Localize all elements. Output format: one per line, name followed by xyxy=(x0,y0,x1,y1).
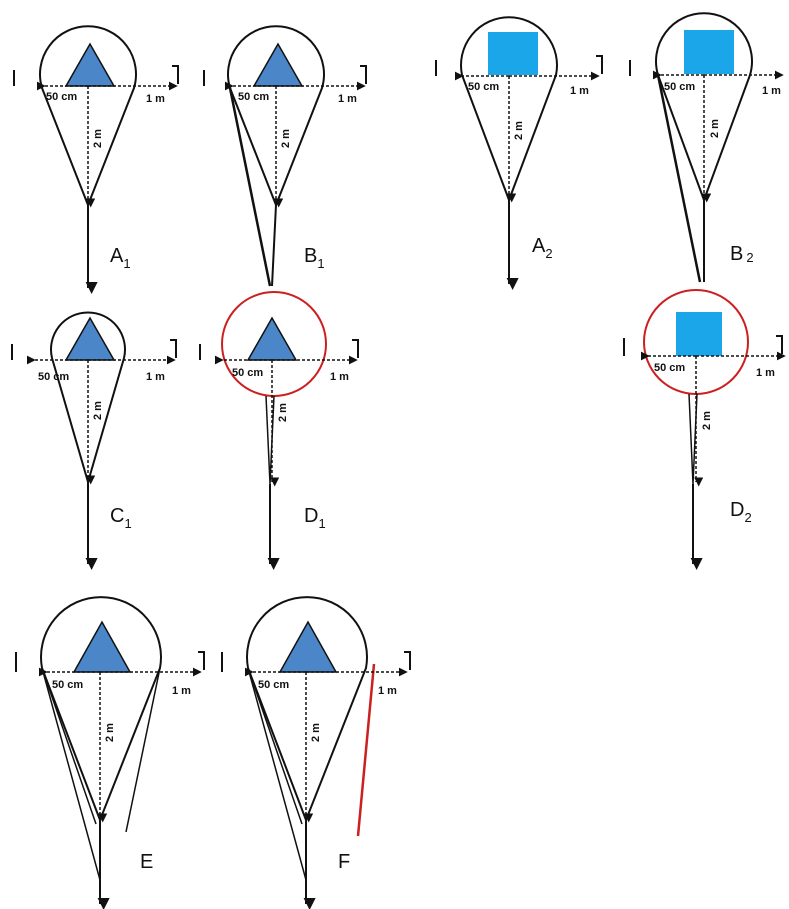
teardrop-outline xyxy=(40,596,162,823)
height-label: 2 m xyxy=(104,723,116,742)
square-shape xyxy=(488,32,538,75)
teardrop-outline xyxy=(227,25,325,208)
extended-side-line xyxy=(228,87,272,287)
right-tick xyxy=(596,55,603,74)
right-tick xyxy=(172,65,179,84)
panel-d2: 50 cm 1 m 2 m D2 xyxy=(623,289,786,570)
height-label: 2 m xyxy=(709,119,721,138)
panel-f: 50 cm 1 m 2 m F xyxy=(221,596,411,909)
triangle-shape xyxy=(64,316,116,361)
panel-e: 50 cm 1 m 2 m E xyxy=(15,596,205,909)
width-large-label: 1 m xyxy=(330,371,349,383)
teardrop-outline xyxy=(655,12,753,203)
tail-line xyxy=(271,204,277,287)
extra-line-left-2 xyxy=(247,667,303,825)
height-label: 2 m xyxy=(280,129,292,148)
triangle-shape xyxy=(252,42,304,87)
panel-label: E xyxy=(140,851,153,873)
width-small-label: 50 cm xyxy=(238,91,269,103)
width-large-label: 1 m xyxy=(756,367,775,379)
width-small-label: 50 cm xyxy=(38,371,69,383)
extra-line-left-2 xyxy=(41,667,97,825)
panel-label: C1 xyxy=(110,505,132,531)
panel-c1: 50 cm 1 m 2 m C1 xyxy=(11,311,177,570)
panel-label: F xyxy=(338,851,350,873)
height-label: 2 m xyxy=(277,403,289,422)
panel-a2: 50 cm 1 m 2 m A2 xyxy=(435,16,603,290)
width-small-label: 50 cm xyxy=(664,81,695,93)
panel-label: D2 xyxy=(730,499,752,525)
triangle-shape xyxy=(278,620,338,673)
height-label: 2 m xyxy=(310,723,322,742)
panel-d1: 50 cm 1 m 2 m D1 xyxy=(199,291,359,570)
highlight-line xyxy=(356,663,376,837)
extra-line-left-1 xyxy=(247,667,307,881)
square-shape xyxy=(684,30,734,74)
width-small-label: 50 cm xyxy=(52,679,83,691)
panel-label: D1 xyxy=(304,505,326,531)
extra-line-right xyxy=(125,667,161,833)
panel-label: B1 xyxy=(304,245,325,271)
panel-a1: 50 cm 1 m 2 m A1 xyxy=(13,25,179,294)
square-shape xyxy=(676,312,722,356)
height-label: 2 m xyxy=(513,121,525,140)
panel-b1: 50 cm 1 m 2 m B1 xyxy=(203,25,367,287)
height-label: 2 m xyxy=(701,411,713,430)
right-tick xyxy=(360,65,367,84)
right-tick xyxy=(776,335,783,354)
triangle-shape xyxy=(64,42,116,87)
right-tick xyxy=(352,339,359,358)
right-tick xyxy=(198,651,205,670)
teardrop-outline xyxy=(39,25,137,208)
width-small-label: 50 cm xyxy=(654,362,685,374)
width-large-label: 1 m xyxy=(378,685,397,697)
right-tick xyxy=(404,651,411,670)
width-small-label: 50 cm xyxy=(232,367,263,379)
extra-line-left-1 xyxy=(41,667,101,881)
height-label: 2 m xyxy=(92,401,104,420)
panel-label: A1 xyxy=(110,245,131,271)
teardrop-outline xyxy=(50,311,126,486)
right-tick xyxy=(170,339,177,358)
width-large-label: 1 m xyxy=(762,85,781,97)
width-small-label: 50 cm xyxy=(258,679,289,691)
width-large-label: 1 m xyxy=(338,93,357,105)
width-large-label: 1 m xyxy=(146,371,165,383)
teardrop-outline xyxy=(460,16,558,203)
triangle-shape xyxy=(246,316,298,361)
width-large-label: 1 m xyxy=(146,93,165,105)
width-large-label: 1 m xyxy=(172,685,191,697)
width-large-label: 1 m xyxy=(570,85,589,97)
extended-side-line xyxy=(656,74,702,283)
panel-label: A2 xyxy=(532,235,553,261)
teardrop-outline xyxy=(246,596,368,823)
collapsed-teardrop-tip xyxy=(265,395,275,485)
width-small-label: 50 cm xyxy=(468,81,499,93)
height-label: 2 m xyxy=(92,129,104,148)
triangle-shape xyxy=(72,620,132,673)
width-small-label: 50 cm xyxy=(46,91,77,103)
